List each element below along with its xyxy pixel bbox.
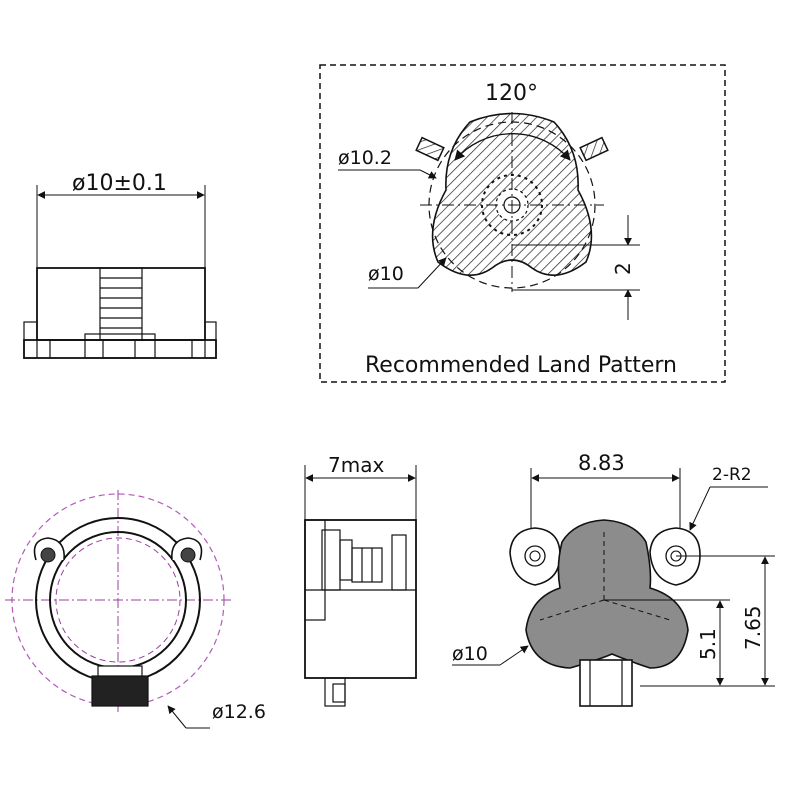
outer-diameter-label: ø10.2 [338, 147, 392, 169]
side-view: 7max [304, 453, 417, 707]
left-arrow-block [415, 136, 445, 162]
right-arrow-block [579, 136, 609, 162]
bottom-view: 8.83 2-R2 5.1 7.65 ø10 [452, 451, 775, 707]
bottom-pad [525, 519, 689, 669]
terminal-block [91, 675, 149, 707]
top-view-diameter-label: ø12.6 [212, 701, 266, 723]
land-pattern-title: Recommended Land Pattern [365, 353, 677, 378]
radius-label: 2-R2 [712, 465, 752, 485]
offset-label: 2 [611, 262, 635, 275]
front-diameter-label: ø10±0.1 [72, 171, 167, 196]
bottom-diameter-label: ø10 [452, 643, 488, 665]
land-pattern-frame [319, 64, 726, 383]
height-large-label: 7.65 [741, 605, 765, 650]
width-label: 8.83 [578, 451, 625, 475]
front-view: ø10±0.1 [23, 171, 217, 359]
side-height-label: 7max [328, 453, 384, 477]
inner-diameter-label: ø10 [368, 263, 404, 285]
top-view: ø12.6 [5, 490, 266, 729]
angle-label: 120° [485, 81, 538, 106]
height-small-label: 5.1 [696, 628, 720, 660]
land-pattern-view: 120° ø10.2 ø10 2 Recommended Land Patter… [319, 64, 726, 383]
